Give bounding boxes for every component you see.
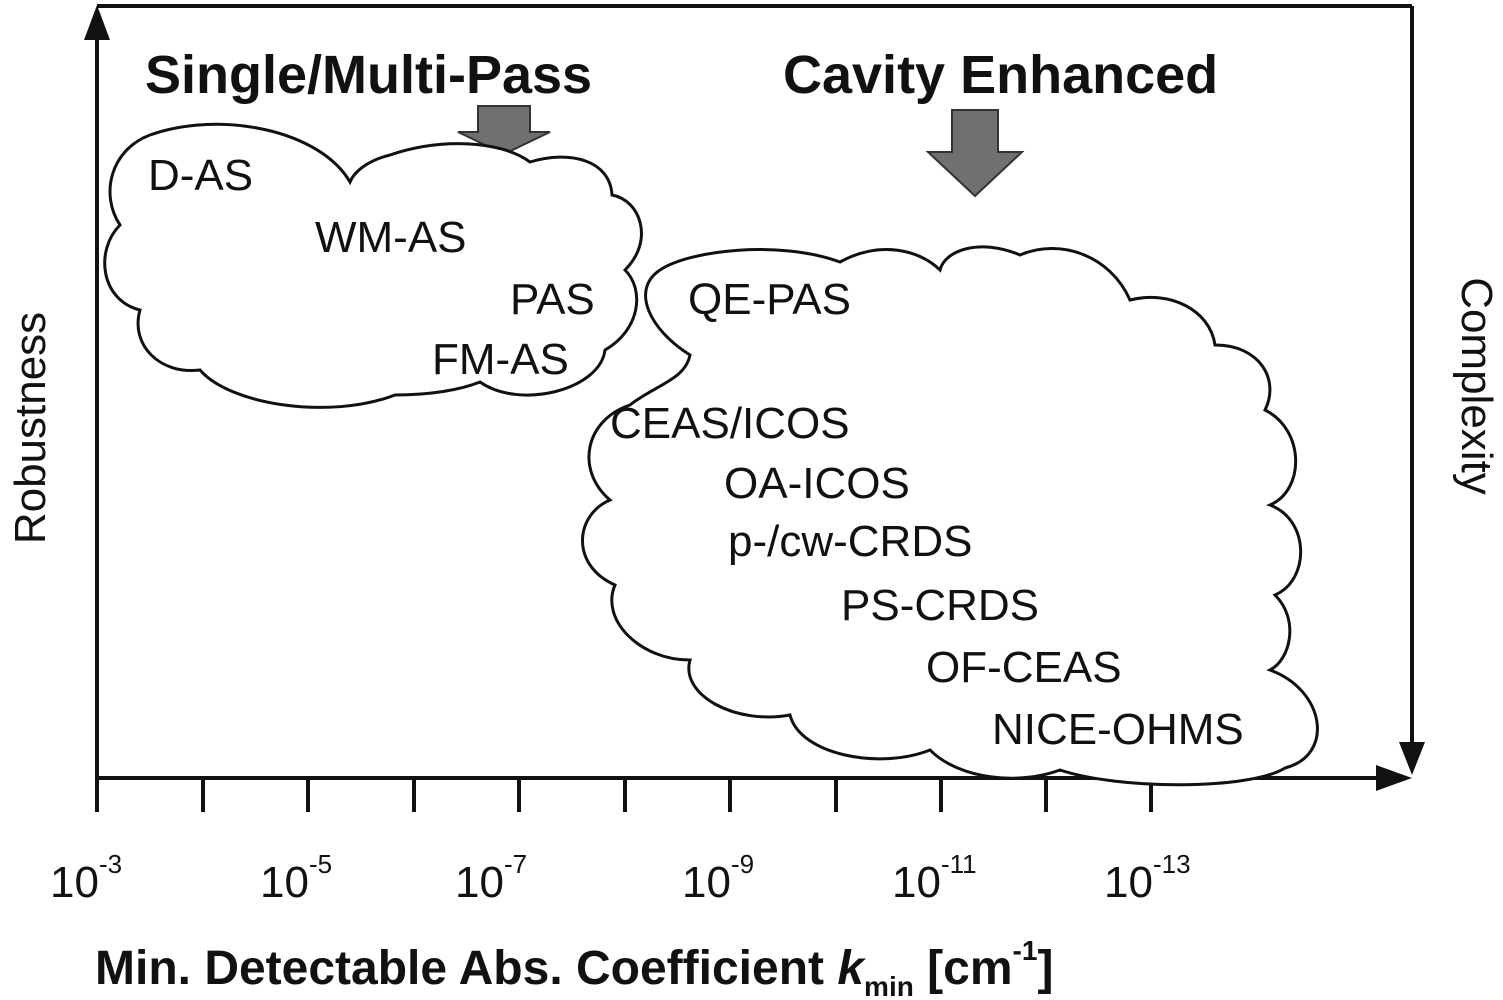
x-tick-label-4: 10-9 xyxy=(682,849,754,907)
x-tick-label-3: 10-7 xyxy=(455,849,527,907)
method-p-cw-crds: p-/cw-CRDS xyxy=(728,517,972,566)
method-wm-as: WM-AS xyxy=(315,213,467,262)
x-tick-label-5: 10-11 xyxy=(892,849,977,907)
x-tick-marks xyxy=(95,778,1153,812)
y-axis-label-complexity: Complexity xyxy=(1452,277,1501,495)
x-tick-label-2: 10-5 xyxy=(260,849,332,907)
x-axis-arrowhead xyxy=(1376,765,1412,791)
arrow-down-single-pass xyxy=(457,105,551,156)
x-axis-title: Min. Detectable Abs. Coefficient kmin [c… xyxy=(95,935,1053,1000)
method-of-ceas: OF-CEAS xyxy=(926,643,1122,692)
cloud-cavity-enhanced xyxy=(581,245,1319,787)
y-axis-label-robustness: Robustness xyxy=(6,312,55,544)
method-nice-ohms: NICE-OHMS xyxy=(992,705,1244,754)
x-tick-label-1: 10-3 xyxy=(50,849,122,907)
method-ceas-icos: CEAS/ICOS xyxy=(610,399,850,448)
header-single-multi-pass: Single/Multi-Pass xyxy=(145,45,592,105)
x-tick-label-6: 10-13 xyxy=(1104,849,1191,907)
method-oa-icos: OA-ICOS xyxy=(724,459,910,508)
method-d-as: D-AS xyxy=(148,151,253,200)
header-cavity-enhanced: Cavity Enhanced xyxy=(783,45,1218,105)
y-axis-right-arrowhead xyxy=(1399,742,1425,775)
method-pas: PAS xyxy=(510,275,595,324)
method-ps-crds: PS-CRDS xyxy=(841,581,1039,630)
y-axis-arrowhead xyxy=(84,5,110,40)
method-qe-pas: QE-PAS xyxy=(688,275,851,324)
method-fm-as: FM-AS xyxy=(432,335,569,384)
arrow-down-cavity xyxy=(925,109,1025,198)
cloud-single-multi-pass xyxy=(103,122,643,409)
